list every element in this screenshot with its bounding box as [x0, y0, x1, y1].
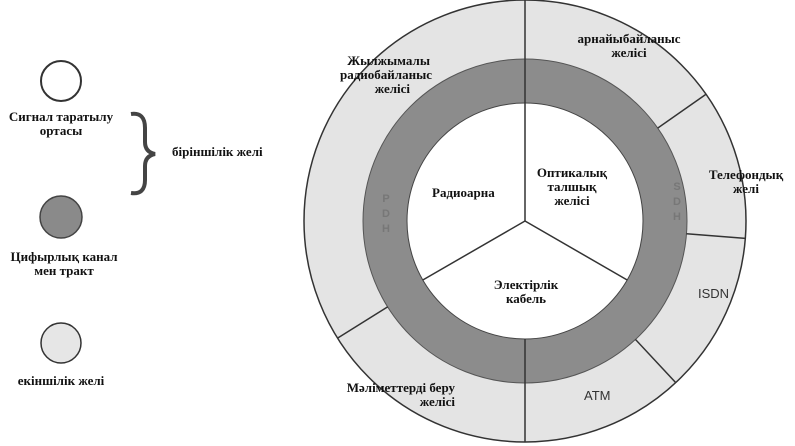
inner-sector-divider	[524, 220, 628, 281]
sector-label-line: желісі	[611, 45, 647, 60]
legend-circle-medium	[40, 60, 82, 102]
legend-label-secondary: екіншілік желі	[0, 374, 122, 388]
sector-label-line: талшық	[547, 179, 597, 194]
sector-telephone: Телефондық желі	[706, 168, 786, 196]
sector-label-line: арнайыбайланыс	[577, 31, 681, 46]
inner-sector-divider	[422, 220, 526, 281]
outer-sector-divider	[337, 306, 389, 339]
sector-data: Мәліметтерді беру желісі	[330, 381, 455, 409]
sector-radio: Радиоарна	[432, 185, 495, 200]
sector-label-line: Телефондық	[708, 167, 784, 182]
sector-label-line: Жылжымалы	[347, 53, 430, 68]
legend-label-digital: Цифырлық канал мен тракт	[0, 250, 128, 278]
sector-label-line: кабель	[505, 291, 547, 306]
sector-label-line: радиобайланыс	[340, 67, 432, 82]
sector-label-line: Оптикалық	[536, 165, 608, 180]
outer-sector-divider	[657, 93, 707, 129]
sector-electric: Электірлік кабель	[486, 278, 566, 306]
sector-label-line: Мәліметтерді беру	[346, 380, 455, 395]
sector-label-line: желісі	[374, 81, 410, 96]
sector-label-line: желісі	[419, 394, 455, 409]
sector-label-line: Электірлік	[493, 277, 559, 292]
sector-isdn: ISDN	[698, 286, 730, 301]
sector-optical: Оптикалық талшық желісі	[527, 166, 617, 208]
brace-label: біріншілік желі	[172, 144, 263, 159]
legend-label-line: Сигнал таратылу	[8, 109, 114, 124]
sector-leased: арнайыбайланыс желісі	[564, 32, 694, 60]
sector-atm: ATM	[584, 388, 611, 403]
outer-sector-divider	[634, 338, 677, 384]
legend-label-line: екіншілік желі	[17, 373, 105, 388]
brace-icon	[130, 111, 156, 196]
sector-label-line: желісі	[554, 193, 590, 208]
sector-label-line: желі	[733, 181, 759, 196]
legend-circle-digital	[39, 195, 83, 239]
legend-label-line: Цифырлық канал	[10, 249, 118, 264]
outer-sector-divider	[686, 232, 746, 240]
legend-circle-secondary	[40, 322, 82, 364]
legend-label-medium: Сигнал таратылу ортасы	[0, 110, 122, 138]
sector-mobile-radio: Жылжымалы радиобайланыс желісі	[322, 54, 432, 96]
legend-label-line: ортасы	[39, 123, 83, 138]
legend-label-line: мен тракт	[34, 263, 94, 278]
